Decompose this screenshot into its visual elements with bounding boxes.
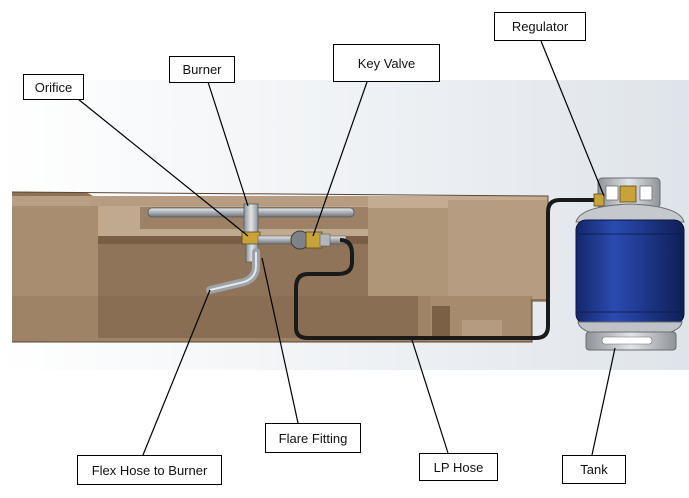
leader-burner xyxy=(207,81,249,207)
leader-regulator xyxy=(540,40,605,197)
leader-orifice xyxy=(77,98,249,237)
label-tank: Tank xyxy=(562,455,626,484)
propane-tank xyxy=(575,177,685,351)
fire-pit-enclosure xyxy=(11,191,549,343)
label-regulator: Regulator xyxy=(494,12,586,41)
label-orifice: Orifice xyxy=(23,74,84,100)
burner-tube xyxy=(147,203,355,235)
leader-tank xyxy=(591,347,616,456)
leader-lp-hose xyxy=(411,339,449,454)
lp-hose xyxy=(294,198,600,340)
key-valve-assembly xyxy=(257,230,347,250)
label-lp-hose: LP Hose xyxy=(419,453,498,481)
label-key-valve: Key Valve xyxy=(333,44,440,82)
leader-flare-fitting xyxy=(261,257,299,424)
label-burner: Burner xyxy=(169,56,235,83)
leader-flex-hose xyxy=(142,289,211,456)
label-flex-hose-to-burner: Flex Hose to Burner xyxy=(77,455,222,485)
label-flare-fitting: Flare Fitting xyxy=(265,423,361,453)
leader-key-valve xyxy=(312,81,368,237)
leader-lines xyxy=(77,40,616,456)
